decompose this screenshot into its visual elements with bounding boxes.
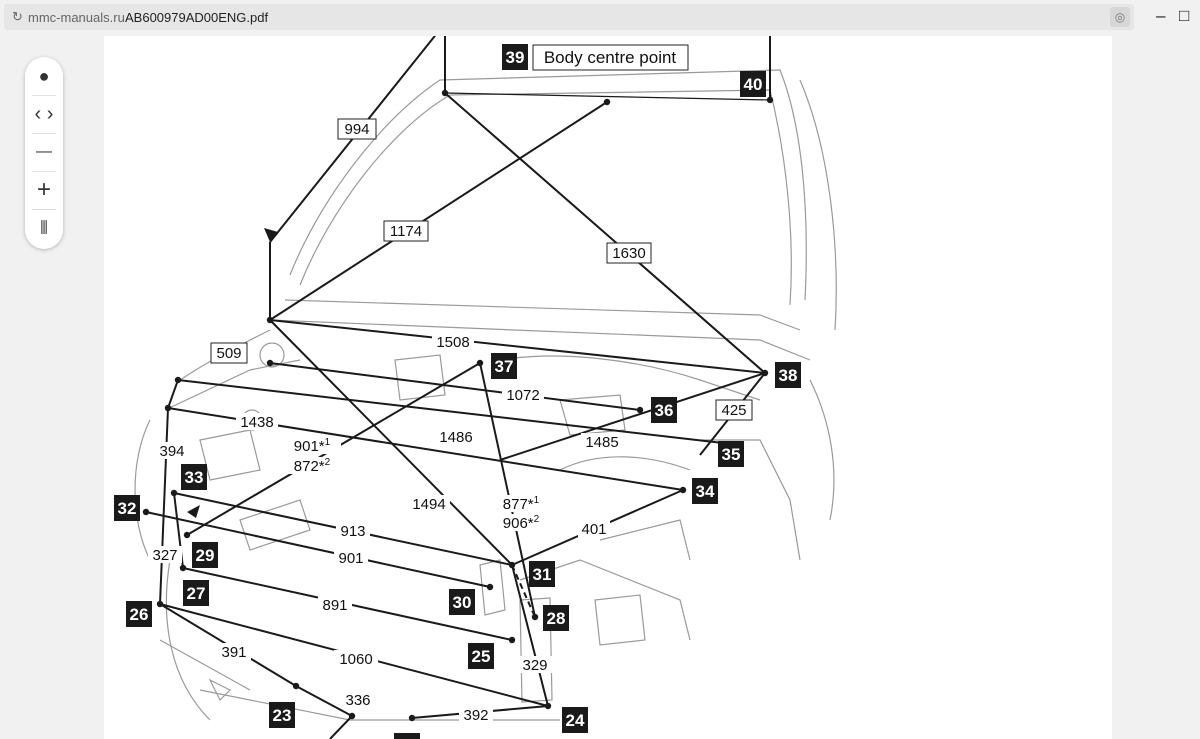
point-label: 30 (453, 593, 472, 612)
body-dimension-diagram: 994 1174 1630 509 425 Body centre point … (114, 36, 837, 739)
point-label: 35 (722, 445, 741, 464)
dimension-label: 901*1 (294, 437, 331, 455)
dimension-label: 872*2 (294, 457, 331, 475)
minimize-icon[interactable]: – (1156, 6, 1166, 25)
measurement-lines (145, 36, 771, 739)
arrowhead (264, 228, 278, 242)
toolbar-divider (32, 209, 56, 210)
arrowhead (187, 505, 200, 518)
zoom-in-icon[interactable]: + (36, 176, 51, 203)
point-label: 29 (196, 546, 215, 565)
toolbar-divider (32, 171, 56, 172)
dimension-label: 327 (152, 547, 177, 564)
dimension-label: 1494 (412, 496, 445, 513)
single-page-icon[interactable]: ● (38, 65, 50, 86)
point-label: 31 (533, 565, 552, 584)
dimension-label: 877*1 (503, 495, 540, 513)
dimension-label: 425 (721, 402, 746, 419)
measurement-points (142, 89, 774, 722)
dimension-label: 1174 (390, 223, 422, 240)
zoom-out-icon[interactable]: — (36, 143, 52, 160)
reload-icon[interactable]: ↻ (12, 9, 23, 24)
car-body-outline (134, 69, 837, 721)
point-label: 39 (506, 48, 525, 67)
point-label: 23 (273, 706, 292, 725)
address-bar[interactable]: ↻ mmc-manuals.ru AB600979AD00ENG.pdf ◎ (4, 4, 1134, 30)
dimension-label: 1508 (436, 334, 469, 351)
toolbar-divider (32, 133, 56, 134)
page-view-icon[interactable]: ⫴ (40, 217, 48, 238)
maximize-icon[interactable]: □ (1179, 6, 1190, 25)
point-label-partial (394, 733, 420, 739)
site-info-icon[interactable]: ◎ (1110, 7, 1130, 27)
point-label: 37 (495, 357, 514, 376)
point-label: 34 (696, 482, 715, 501)
point-label: 33 (185, 468, 204, 487)
dimension-label: 1630 (612, 245, 645, 262)
dimension-label: 891 (322, 597, 347, 614)
dimension-label: 401 (581, 521, 606, 538)
dimension-label: 1486 (439, 429, 472, 446)
dimension-label: 336 (345, 692, 370, 709)
point-label: 32 (118, 499, 137, 518)
point-number-boxes: 39 40 37 38 36 35 34 33 32 29 31 30 28 2… (114, 44, 801, 739)
dimension-label: 1060 (339, 651, 372, 668)
toolbar-divider (32, 95, 56, 96)
dimension-label: 392 (463, 707, 488, 724)
dimension-label: 391 (221, 644, 246, 661)
point-label: 25 (472, 647, 491, 666)
dimension-label: 906*2 (503, 514, 540, 532)
pdf-page: 994 1174 1630 509 425 Body centre point … (104, 36, 1112, 739)
point-label: 36 (655, 401, 674, 420)
dimension-label: 913 (340, 523, 365, 540)
dimension-label: 394 (159, 443, 184, 460)
body-centre-point-label: Body centre point (544, 48, 677, 67)
boxed-dimension-labels: 994 1174 1630 509 425 Body centre point (210, 44, 753, 421)
point-label: 38 (779, 366, 798, 385)
dimension-label: 994 (344, 121, 369, 138)
prev-next-icon[interactable]: ‹ › (34, 102, 54, 125)
dimension-label: 901 (338, 550, 363, 567)
pdf-viewer-toolbar: ● ‹ › — + ⫴ (25, 57, 63, 249)
dimension-label: 509 (216, 345, 241, 362)
dimension-label: 329 (522, 657, 547, 674)
browser-toolbar: ↻ mmc-manuals.ru AB600979AD00ENG.pdf ◎ –… (0, 0, 1200, 34)
point-label: 28 (547, 609, 566, 628)
address-filename: AB600979AD00ENG.pdf (125, 10, 269, 25)
dimension-label: 1438 (240, 414, 273, 431)
point-label: 24 (566, 711, 585, 730)
point-label: 27 (187, 584, 206, 603)
point-label: 26 (130, 605, 149, 624)
point-label: 40 (744, 75, 763, 94)
dimension-label: 1072 (506, 387, 539, 404)
dimension-label: 1485 (585, 434, 618, 451)
plain-dimension-labels: 1508 1072 1438 1486 1485 901*1 872*2 394… (148, 333, 623, 724)
address-domain: mmc-manuals.ru (28, 10, 125, 25)
